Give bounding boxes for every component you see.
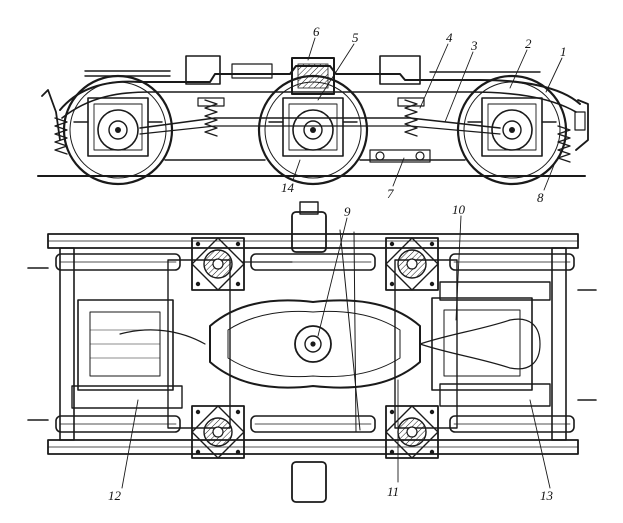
leader-lines [121,37,563,489]
wheelset-right-top [449,253,575,271]
callout-5: 5 [352,30,359,45]
callout-7: 7 [387,186,394,201]
top-view [27,201,597,503]
callout-1: 1 [560,44,567,59]
callout-8: 8 [537,190,544,205]
callout-9: 9 [344,204,351,219]
motor-left [77,299,174,391]
wheelset-right-bottom [449,415,575,433]
callout-4: 4 [446,30,453,45]
wheel-left [62,74,174,186]
callout-2: 2 [525,36,532,51]
callout-3: 3 [470,38,478,53]
motor-right [431,297,533,391]
axlebox-2 [385,237,439,291]
callout-11: 11 [387,484,399,499]
axlebox-4 [385,405,439,459]
bolster-block [291,57,335,95]
central-bolster [209,299,421,389]
callout-12: 12 [108,488,122,503]
callout-14: 14 [281,180,295,195]
side-view [37,55,589,186]
wheel-right [456,74,568,186]
center-pivot [294,325,332,363]
callout-6: 6 [313,24,320,39]
axlebox-3 [191,405,245,459]
callout-13: 13 [540,488,554,503]
axlebox-1 [191,237,245,291]
callout-10: 10 [452,202,466,217]
